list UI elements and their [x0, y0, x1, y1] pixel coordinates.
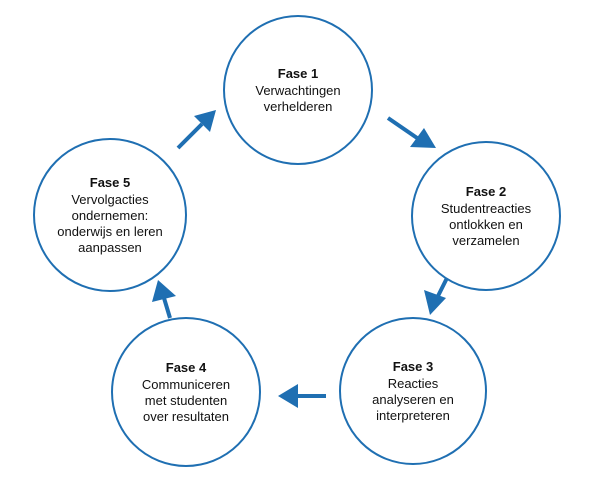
phase-4-title: Fase 4 [165, 359, 207, 375]
phase-4-circle: Fase 4 Communiceren met studenten over r… [111, 317, 261, 467]
arrow-fase2-to-fase3 [436, 277, 449, 297]
arrow-head-fase4-to-fase5-icon [152, 280, 176, 302]
arrow-head-fase3-to-fase4-icon [278, 384, 298, 408]
phase-1-circle: Fase 1 Verwachtingen verhelderen [223, 15, 373, 165]
phase-1-title: Fase 1 [277, 65, 319, 81]
arrow-fase4-to-fase5 [162, 297, 172, 319]
phase-2-description: Studentreacties ontlokken en verzamelen [440, 200, 532, 248]
phase-5-title: Fase 5 [89, 174, 131, 190]
phase-3-circle: Fase 3 Reacties analyseren en interprete… [339, 317, 487, 465]
phase-2-title: Fase 2 [465, 183, 507, 199]
phase-1-description: Verwachtingen verhelderen [255, 82, 341, 114]
phase-2-circle: Fase 2 Studentreacties ontlokken en verz… [411, 141, 561, 291]
arrow-fase1-to-fase2 [386, 116, 422, 142]
phase-3-description: Reacties analyseren en interpreteren [372, 375, 454, 423]
arrow-head-fase5-to-fase1-icon [194, 110, 216, 132]
arrow-head-fase2-to-fase3-icon [424, 290, 446, 315]
phase-5-description: Vervolgacties ondernemen: onderwijs en l… [57, 191, 163, 255]
phase-5-circle: Fase 5 Vervolgacties ondernemen: onderwi… [33, 138, 187, 292]
arrow-head-fase1-to-fase2-icon [410, 128, 436, 148]
phase-4-description: Communiceren met studenten over resultat… [141, 376, 231, 424]
phase-3-title: Fase 3 [392, 358, 434, 374]
arrow-fase5-to-fase1 [176, 122, 204, 150]
